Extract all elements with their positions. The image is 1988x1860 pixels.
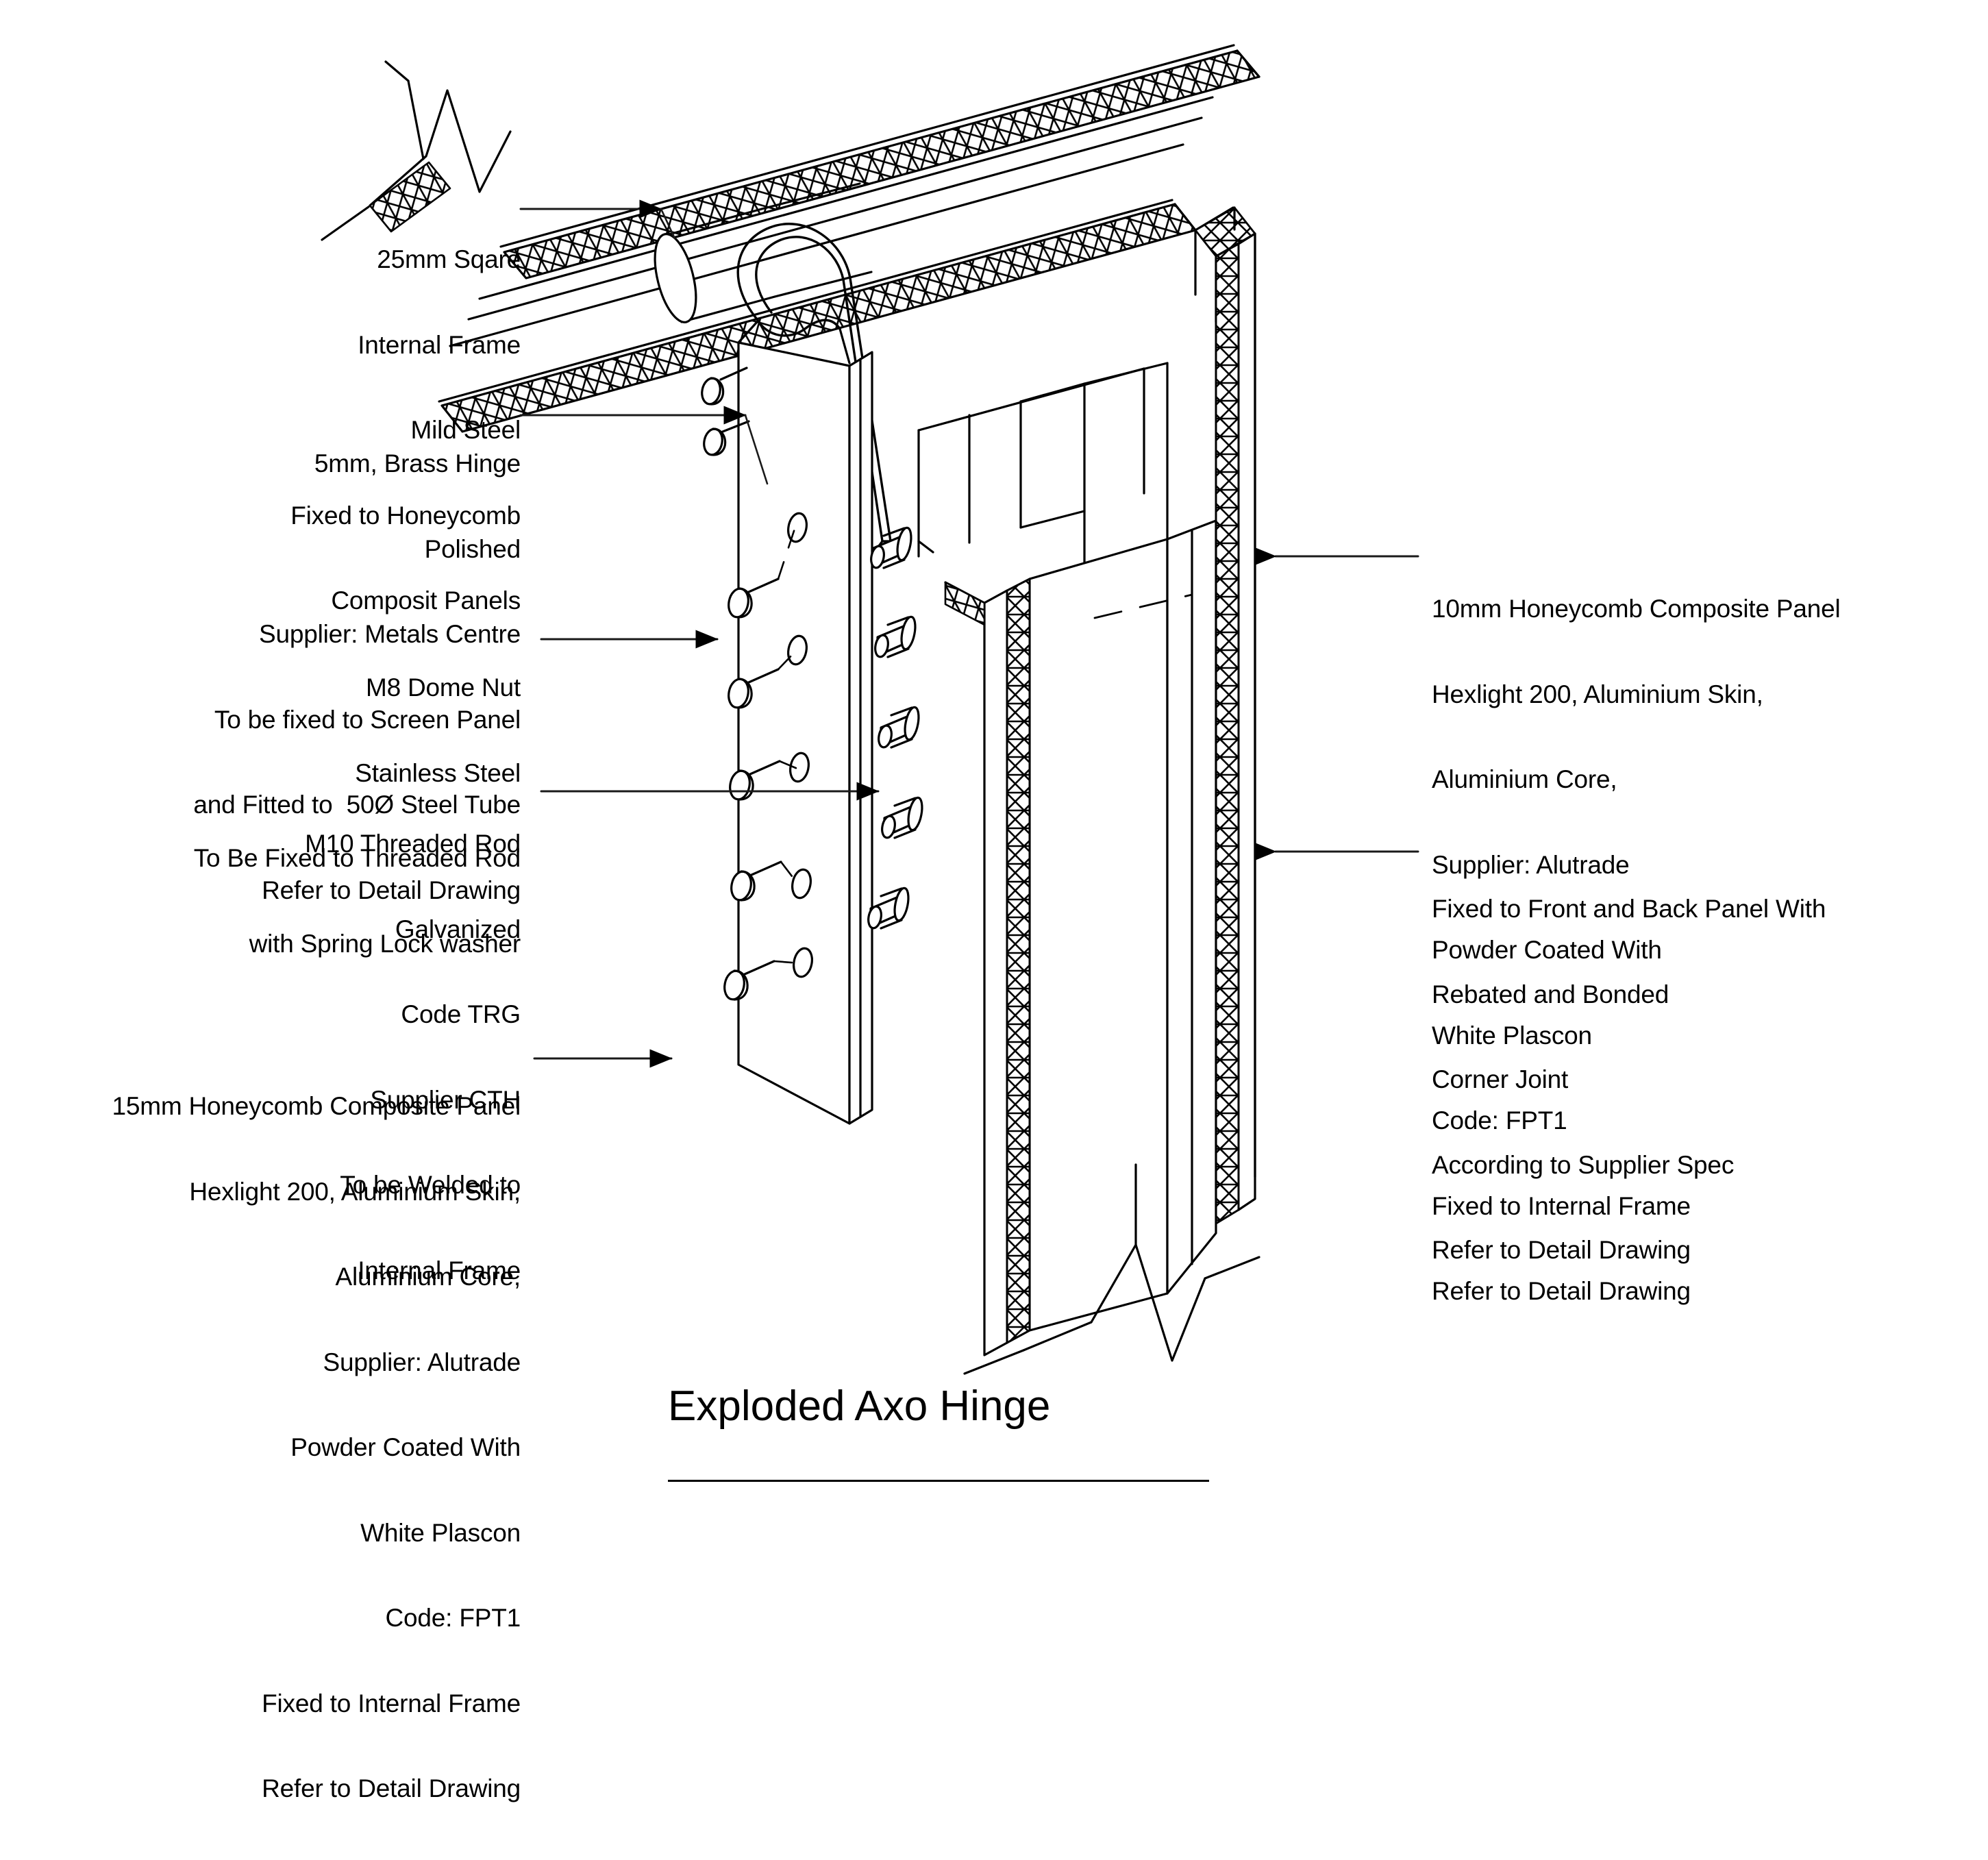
anno-line: White Plascon bbox=[360, 1518, 521, 1547]
anno-line: Hexlight 200, Aluminium Skin, bbox=[189, 1177, 521, 1206]
dome-nut bbox=[701, 367, 748, 406]
anno-line: Powder Coated With bbox=[1432, 936, 1662, 964]
anno-line: Aluminium Core, bbox=[335, 1263, 521, 1291]
dome-nut bbox=[730, 860, 782, 902]
threaded-rod bbox=[874, 615, 917, 658]
dome-nut bbox=[723, 960, 775, 1001]
annotation-panel-10mm: 10mm Honeycomb Composite Panel Hexlight … bbox=[1432, 538, 1841, 1363]
anno-line: To Be Fixed to Threaded Rod bbox=[193, 844, 521, 872]
anno-line: Galvanized bbox=[395, 915, 521, 943]
back-panel-10mm bbox=[944, 232, 1260, 1375]
annotation-brass-hinge: 5mm, Brass Hinge Polished Supplier: Meta… bbox=[193, 393, 521, 961]
anno-line: Mild Steel bbox=[410, 416, 521, 444]
annotation-panel-15mm: 15mm Honeycomb Composite Panel Hexlight … bbox=[112, 1035, 521, 1860]
screen-panel-holes bbox=[787, 512, 813, 978]
anno-line: M8 Dome Nut bbox=[365, 673, 521, 702]
anno-line: Stainless Steel bbox=[355, 758, 521, 787]
anno-line: with Spring Lock washer bbox=[249, 929, 521, 958]
title-block: Exploded Axo Hinge bbox=[668, 1382, 1284, 1430]
annotation-corner-joint: Fixed to Front and Back Panel With Rebat… bbox=[1432, 838, 1826, 1322]
anno-line: Refer to Detail Drawing bbox=[1432, 1277, 1691, 1305]
threaded-rod bbox=[881, 796, 923, 839]
anno-line: Aluminium Core, bbox=[1432, 765, 1617, 793]
top-composite-panel bbox=[321, 44, 1260, 1178]
anno-line: M10 Threaded Rod bbox=[305, 830, 521, 858]
anno-line: Refer to Detail Drawing bbox=[262, 1774, 521, 1802]
anno-line: Supplier: Alutrade bbox=[1432, 850, 1630, 879]
anno-line: and Fitted to 50Ø Steel Tube bbox=[193, 791, 521, 819]
anno-line: Powder Coated With bbox=[290, 1433, 521, 1461]
anno-line: Fixed to Internal Frame bbox=[1432, 1191, 1691, 1220]
title-underline bbox=[668, 1480, 1209, 1482]
threaded-rods-group bbox=[867, 526, 923, 930]
anno-line: 10mm Honeycomb Composite Panel bbox=[1432, 595, 1841, 623]
annotation-dome-nut: M8 Dome Nut Stainless Steel To Be Fixed … bbox=[194, 617, 521, 1015]
threaded-rod bbox=[870, 526, 912, 569]
anno-line: Code: FPT1 bbox=[385, 1604, 521, 1632]
steel-tube-50mm bbox=[654, 182, 873, 323]
annotation-threaded-rod: M10 Threaded Rod Galvanized Code TRG Sup… bbox=[305, 773, 521, 1341]
anno-line: Supplier: Metals Centre bbox=[258, 620, 521, 648]
anno-line: Fixed to Honeycomb bbox=[290, 501, 521, 530]
anno-line: To be fixed to Screen Panel bbox=[214, 705, 521, 734]
anno-line: Internal Frame bbox=[358, 1256, 521, 1285]
anno-line: Hexlight 200, Aluminium Skin, bbox=[1432, 680, 1763, 708]
anno-line: Internal Frame bbox=[358, 330, 521, 359]
annotation-internal-frame: 25mm Sqare Internal Frame Mild Steel Fix… bbox=[290, 188, 521, 672]
anno-line: According to Supplier Spec bbox=[1432, 1150, 1735, 1179]
threaded-rod bbox=[878, 706, 920, 749]
drawing-title: Exploded Axo Hinge bbox=[668, 1382, 1051, 1430]
anno-line: Supplier CTH bbox=[370, 1085, 521, 1114]
anno-line: Corner Joint bbox=[1432, 1065, 1569, 1093]
drawing-sheet: 25mm Sqare Internal Frame Mild Steel Fix… bbox=[112, 44, 1841, 1802]
anno-line: Code TRG bbox=[401, 1000, 521, 1028]
anno-line: Fixed to Internal Frame bbox=[262, 1689, 521, 1718]
anno-line: White Plascon bbox=[1432, 1021, 1592, 1050]
screen-panel-15mm bbox=[737, 341, 873, 1125]
threaded-rod bbox=[867, 886, 910, 930]
anno-line: To be Welded to bbox=[340, 1171, 521, 1199]
anno-line: 5mm, Brass Hinge bbox=[314, 449, 521, 478]
leader-lines bbox=[519, 199, 1419, 1068]
anno-line: Rebated and Bonded bbox=[1432, 980, 1669, 1008]
dome-nut bbox=[728, 668, 780, 709]
assembly-centre-lines bbox=[773, 528, 802, 965]
anno-line: 25mm Sqare bbox=[377, 245, 521, 273]
anno-line: Supplier: Alutrade bbox=[323, 1348, 521, 1376]
anno-line: 15mm Honeycomb Composite Panel bbox=[112, 1092, 521, 1120]
anno-line: Polished bbox=[424, 534, 521, 563]
anno-line: Code: FPT1 bbox=[1432, 1106, 1567, 1134]
anno-line: Refer to Detail Drawing bbox=[262, 876, 521, 904]
exploded-axo-hinge-drawing bbox=[321, 44, 1419, 1375]
anno-line: Fixed to Front and Back Panel With bbox=[1432, 895, 1826, 923]
anno-line: Composit Panels bbox=[331, 586, 521, 615]
dome-nut bbox=[728, 578, 780, 619]
anno-line: Refer to Detail Drawing bbox=[1432, 1236, 1691, 1264]
